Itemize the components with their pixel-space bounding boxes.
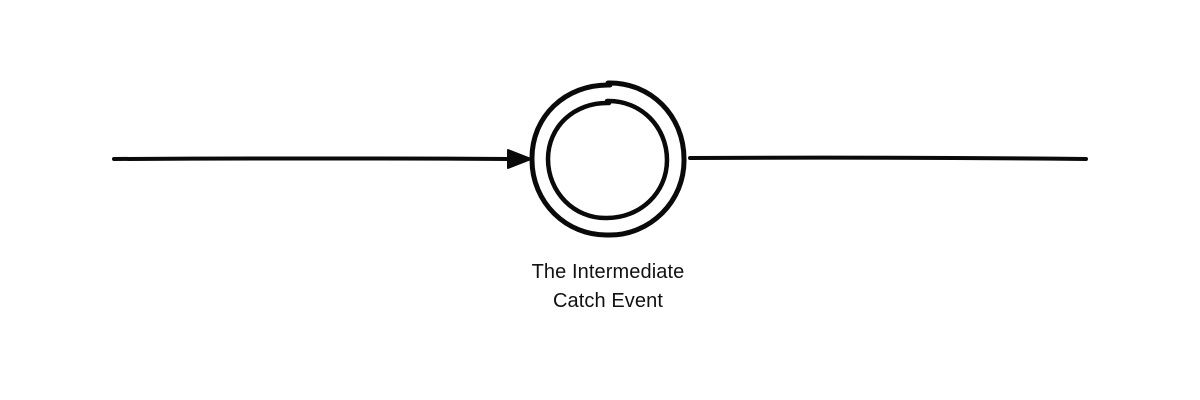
intermediate-catch-event[interactable] <box>529 80 687 238</box>
incoming-flow-line <box>112 156 514 161</box>
arrowhead-icon <box>507 149 532 169</box>
event-outer-ring <box>529 80 687 238</box>
outgoing-sequence-flow[interactable] <box>688 155 1088 161</box>
event-inner-ring <box>545 98 670 221</box>
event-label: The Intermediate Catch Event <box>458 258 758 316</box>
event-label-line-1: The Intermediate <box>531 261 685 283</box>
event-label-line-2: Catch Event <box>552 290 664 312</box>
incoming-sequence-flow[interactable] <box>112 149 532 169</box>
outgoing-flow-line <box>688 155 1088 161</box>
